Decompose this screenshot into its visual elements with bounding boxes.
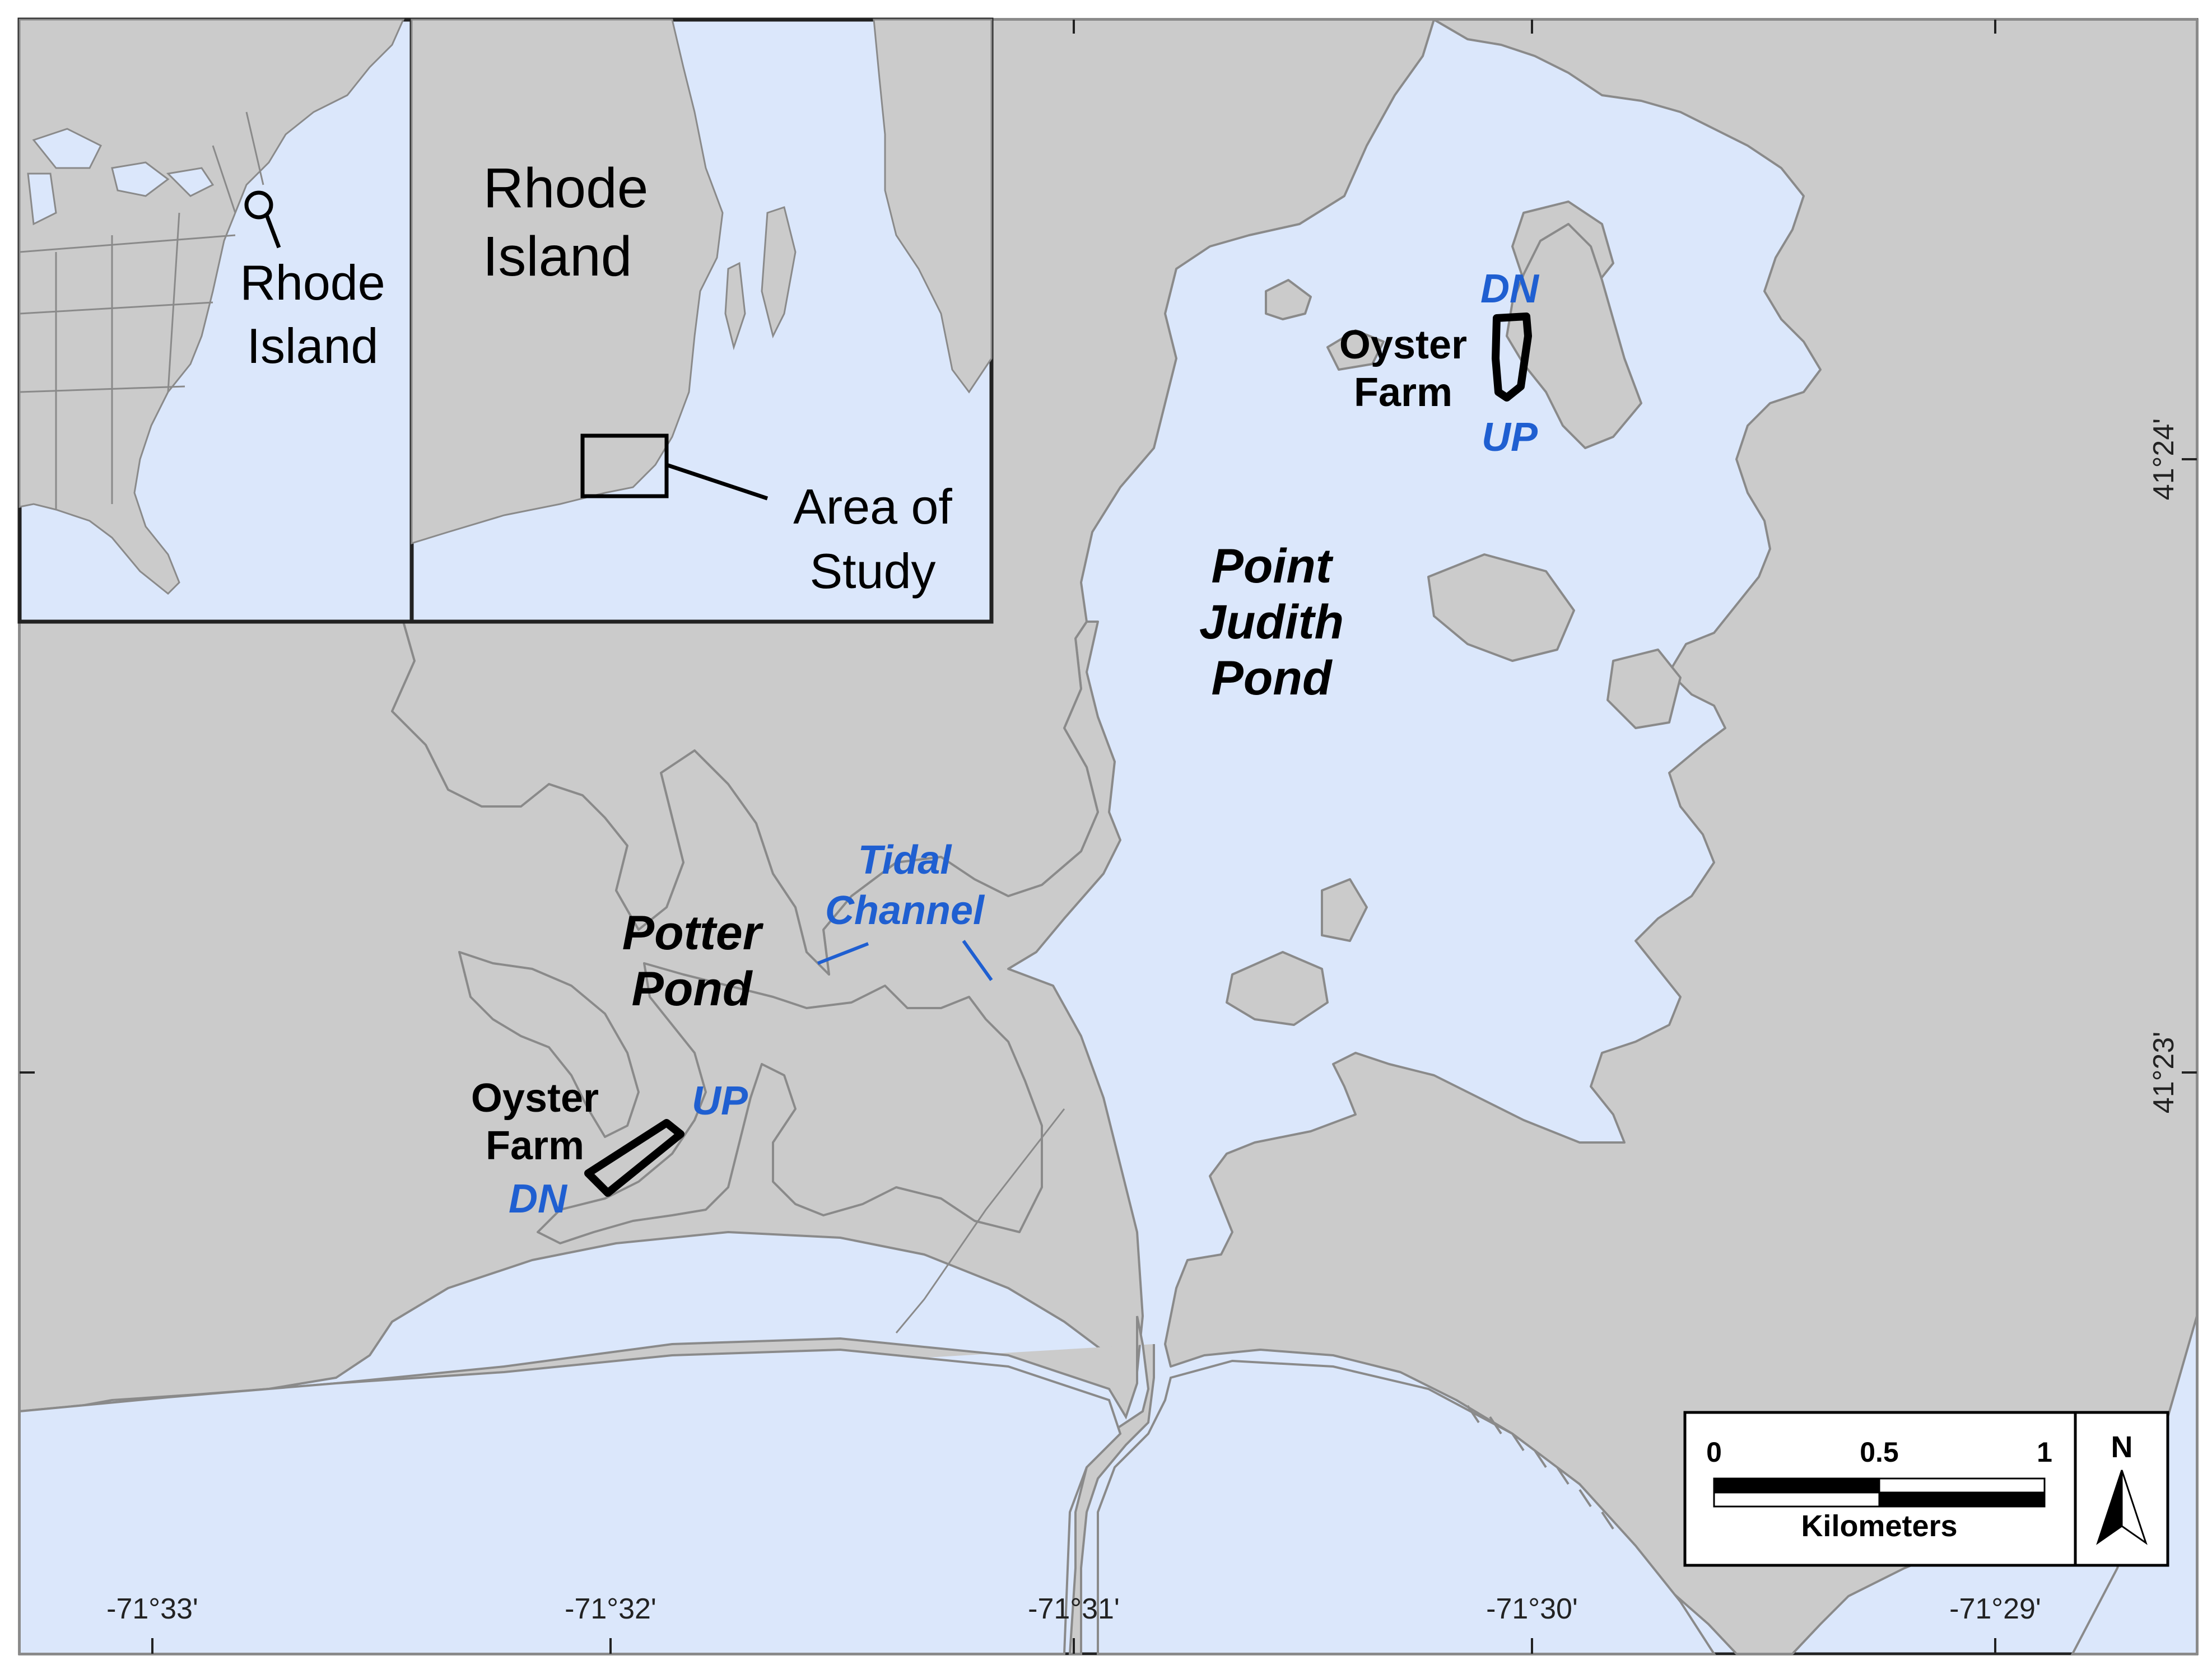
farm-south-dn: DN (509, 1177, 568, 1221)
latitude-labels: 41°24' 41°23' (2148, 418, 2180, 1113)
lon-label-5: -71°29' (1949, 1593, 2041, 1625)
ri-inset-label-line2: Island (483, 225, 632, 288)
ocean-east (1097, 1359, 1716, 1655)
scale-tick-05: 0.5 (1860, 1437, 1899, 1468)
oyster-farm-south-outline (584, 1119, 684, 1197)
us-inset-label-line2: Island (247, 318, 379, 374)
central-land (391, 18, 1435, 976)
area-of-study-line2: Study (809, 543, 935, 599)
farm-north-dn: DN (1480, 267, 1540, 311)
tidal-line1: Tidal (858, 838, 953, 883)
point-judith-pond-label: Point Judith Pond (1199, 539, 1344, 705)
longitude-labels: -71°33' -71°32' -71°31' -71°30' -71°29' (106, 1593, 2041, 1625)
ri-inset-label-line1: Rhode (483, 157, 649, 220)
island-south1 (1321, 878, 1368, 942)
oyster-farm-north-outline (1492, 313, 1532, 402)
island-mid (1606, 649, 1682, 729)
west-barrier (19, 1316, 1155, 1655)
farm-north-line1: Oyster (1339, 323, 1467, 367)
lon-label-3: -71°31' (1028, 1593, 1120, 1625)
tidal-channel-label: Tidal Channel (825, 838, 985, 933)
inset-ri-map: Rhode Island Area of Study (409, 17, 994, 624)
point-judith-line1: Point (1212, 539, 1334, 593)
farm-south-line1: Oyster (471, 1076, 599, 1121)
area-of-study-line1: Area of (793, 479, 952, 534)
tidal-line2: Channel (825, 888, 985, 933)
scale-tick-1: 1 (2037, 1437, 2052, 1468)
breakwater-ticks (1466, 1405, 1614, 1530)
potter-west-peninsula (458, 951, 640, 1138)
scale-tick-0: 0 (1706, 1437, 1722, 1468)
scale-unit: Kilometers (1801, 1509, 1957, 1543)
inset-us-map: Rhode Island (17, 17, 414, 624)
farm-south-up: UP (692, 1079, 748, 1123)
ri-east-landmass (873, 18, 993, 394)
latitude-ticks (20, 458, 2197, 1074)
ri-landmass (411, 18, 724, 545)
lon-label-2: -71°32' (565, 1593, 656, 1625)
point-judith-line2: Judith (1199, 595, 1344, 649)
potter-inner-land (537, 962, 1043, 1244)
potter-line1: Potter (622, 906, 764, 960)
island-west (1265, 279, 1312, 320)
lon-label-1: -71°33' (106, 1593, 198, 1625)
island-small1 (1326, 329, 1385, 371)
island-south2 (1226, 951, 1329, 1026)
scale-bar: 0 0.5 1 Kilometers (1683, 1411, 2077, 1567)
lat-label-2: 41°23' (2148, 1032, 2180, 1113)
north-label: N (2111, 1430, 2133, 1464)
rhode-island-marker-icon (244, 190, 273, 220)
boundary-lines (895, 1108, 1065, 1333)
ocean-west (18, 1348, 1122, 1655)
farm-north-up: UP (1482, 415, 1538, 460)
conanicut-island (724, 262, 746, 351)
us-inset-label-line1: Rhode (240, 255, 385, 310)
lat-label-1: 41°24' (2148, 418, 2180, 500)
farm-north-line2: Farm (1354, 370, 1452, 415)
point-judith-line3: Pond (1212, 651, 1333, 705)
potter-line2: Pond (632, 962, 753, 1016)
barrier-beach (19, 1316, 1155, 1655)
farm-south-line2: Farm (486, 1123, 584, 1168)
island-center (1427, 553, 1575, 662)
oyster-farm-north-label: Oyster Farm (1339, 323, 1467, 415)
oyster-farm-south-label: Oyster Farm (471, 1076, 599, 1168)
north-arrow: N (2074, 1411, 2169, 1567)
potter-pond-label: Potter Pond (622, 906, 764, 1016)
lon-label-4: -71°30' (1486, 1593, 1578, 1625)
land-masses (18, 18, 2198, 1655)
great-lakes (27, 128, 215, 226)
tidal-channel-leaders (817, 940, 993, 981)
aquidneck-island (761, 206, 797, 339)
